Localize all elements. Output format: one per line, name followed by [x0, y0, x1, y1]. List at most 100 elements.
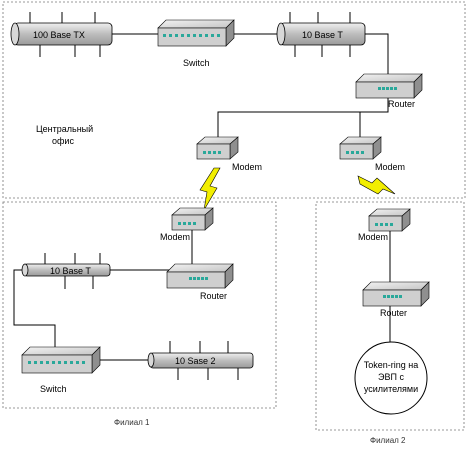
port-led: [395, 295, 398, 298]
port-led: [58, 361, 61, 364]
bus-10-sase-2-branch-1: 10 Sase 2: [147, 341, 254, 380]
token-ring-line-2: ЭВП с: [378, 372, 404, 382]
branch-2-modem: Modem: [358, 208, 411, 242]
port-led: [390, 87, 393, 90]
central-modem-left-label: Modem: [232, 162, 262, 172]
port-led: [203, 151, 206, 154]
token-ring-node: Token-ring на ЭВП с усилителями: [354, 341, 428, 415]
connection-lines: [13, 33, 391, 361]
port-led: [208, 151, 211, 154]
device-ports: [178, 222, 196, 225]
port-led: [175, 34, 178, 37]
central-router-label: Router: [388, 99, 415, 109]
lightning-right-icon: [357, 175, 396, 195]
token-ring-line-3: усилителями: [364, 384, 418, 394]
bus-10-branch-1-label: 10 Base T: [50, 266, 91, 276]
port-led: [218, 151, 221, 154]
bus-10-base-t-branch-1: 10 Base T: [21, 253, 111, 289]
central-office-label-1: Центральный: [36, 124, 93, 134]
bus-10-central-label: 10 Base T: [302, 30, 343, 40]
device-ports: [378, 87, 397, 90]
port-led: [382, 87, 385, 90]
port-led: [380, 223, 383, 226]
device-ports: [346, 151, 364, 154]
bus-100-label: 100 Base TX: [33, 30, 85, 40]
lightning-left-icon: [199, 167, 221, 211]
central-switch-label: Switch: [183, 58, 210, 68]
port-led: [193, 34, 196, 37]
port-led: [399, 295, 402, 298]
port-led: [189, 277, 192, 280]
branch-2-zone: [315, 201, 465, 431]
port-led: [387, 295, 390, 298]
port-led: [391, 295, 394, 298]
port-led: [34, 361, 37, 364]
branch-1-switch-label: Switch: [40, 384, 67, 394]
central-modem-right-label: Modem: [375, 162, 405, 172]
port-led: [211, 34, 214, 37]
port-led: [40, 361, 43, 364]
central-office-label-2: офис: [52, 136, 74, 146]
branch-1-switch: Switch: [21, 346, 101, 394]
device-ports: [375, 223, 393, 226]
port-led: [193, 277, 196, 280]
port-led: [64, 361, 67, 364]
bus-sase-2-label: 10 Sase 2: [175, 356, 216, 366]
branch-2-modem-label: Modem: [358, 232, 388, 242]
branch-2-router: Router: [362, 281, 430, 318]
port-led: [187, 34, 190, 37]
branch-1-router: Router: [166, 263, 234, 301]
device-ports: [383, 295, 402, 298]
token-ring-line-1: Token-ring на: [364, 360, 419, 370]
central-modem-left: Modem: [196, 136, 262, 172]
device-ports: [203, 151, 221, 154]
port-led: [351, 151, 354, 154]
port-led: [217, 34, 220, 37]
port-led: [193, 222, 196, 225]
port-led: [197, 277, 200, 280]
bus-10-base-t-central: 10 Base T: [276, 12, 366, 57]
port-led: [183, 222, 186, 225]
port-led: [394, 87, 397, 90]
port-led: [188, 222, 191, 225]
central-switch: Switch: [157, 19, 235, 68]
port-led: [383, 295, 386, 298]
port-led: [163, 34, 166, 37]
port-led: [82, 361, 85, 364]
branch-1-router-label: Router: [200, 291, 227, 301]
branch-1-title: Филиал 1: [114, 418, 150, 427]
port-led: [390, 223, 393, 226]
port-led: [199, 34, 202, 37]
branch-2-title: Филиал 2: [370, 436, 406, 445]
branch-1-modem-label: Modem: [160, 232, 190, 242]
port-led: [361, 151, 364, 154]
device-ports: [189, 277, 208, 280]
branch-2-router-label: Router: [380, 308, 407, 318]
port-led: [76, 361, 79, 364]
port-led: [178, 222, 181, 225]
port-led: [375, 223, 378, 226]
device-ports: [163, 34, 220, 37]
central-modem-right: Modem: [339, 136, 405, 172]
port-led: [205, 34, 208, 37]
port-led: [46, 361, 49, 364]
bus-100-base-tx: 100 Base TX: [10, 12, 113, 57]
port-led: [386, 87, 389, 90]
port-led: [52, 361, 55, 364]
port-led: [28, 361, 31, 364]
central-router: Router: [355, 73, 423, 109]
port-led: [378, 87, 381, 90]
branch-1-modem: Modem: [160, 207, 214, 242]
port-led: [213, 151, 216, 154]
port-led: [181, 34, 184, 37]
port-led: [169, 34, 172, 37]
port-led: [385, 223, 388, 226]
port-led: [201, 277, 204, 280]
device-ports: [28, 361, 85, 364]
branch-1-zone: [2, 201, 277, 409]
port-led: [205, 277, 208, 280]
port-led: [346, 151, 349, 154]
port-led: [70, 361, 73, 364]
port-led: [356, 151, 359, 154]
